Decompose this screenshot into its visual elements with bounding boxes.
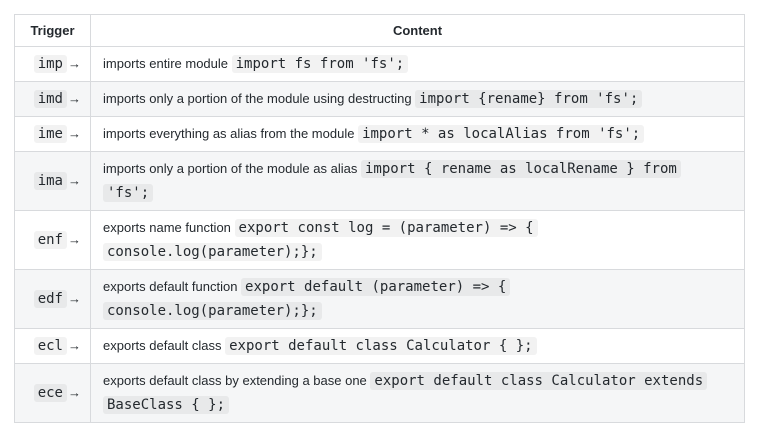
content-line: BaseClass { }; — [103, 393, 736, 417]
table-row: enf→ exports name function export const l… — [14, 210, 745, 270]
content-code: export const log = (parameter) => { — [234, 219, 538, 237]
content-text: imports entire module — [103, 56, 232, 71]
content-text: exports default class by extending a bas… — [103, 373, 371, 388]
content-code: import fs from 'fs'; — [231, 55, 409, 73]
table-row: ecl→ exports default class export default… — [14, 328, 745, 364]
table-header: Trigger Content — [14, 14, 745, 47]
trigger-cell: ima→ — [14, 151, 91, 211]
tab-arrow-icon: → — [68, 338, 81, 353]
content-line: imports only a portion of the module usi… — [103, 87, 736, 111]
tab-arrow-icon: → — [68, 126, 81, 141]
content-cell: exports name function export const log =… — [90, 210, 745, 270]
content-cell: imports entire module import fs from 'fs… — [90, 46, 745, 82]
content-line: exports default class by extending a bas… — [103, 369, 736, 393]
trigger-code: enf — [33, 231, 67, 249]
content-line: imports entire module import fs from 'fs… — [103, 52, 736, 76]
content-line: console.log(parameter);}; — [103, 299, 736, 323]
content-code: export default class Calculator extends — [370, 372, 708, 390]
trigger-code: ima — [33, 172, 67, 190]
content-code: console.log(parameter);}; — [103, 243, 322, 261]
content-cell: imports only a portion of the module as … — [90, 151, 745, 211]
content-code: console.log(parameter);}; — [103, 302, 322, 320]
content-cell: exports default class by extending a bas… — [90, 363, 745, 423]
content-code: import {rename} from 'fs'; — [415, 90, 643, 108]
content-line: imports only a portion of the module as … — [103, 157, 736, 181]
content-line: 'fs'; — [103, 181, 736, 205]
tab-arrow-icon: → — [68, 385, 81, 400]
trigger-code: ime — [33, 125, 67, 143]
table-row: ime→ imports everything as alias from the… — [14, 116, 745, 152]
content-line: exports default class export default cla… — [103, 334, 736, 358]
table-row: imd→ imports only a portion of the module… — [14, 81, 745, 117]
trigger-cell: ime→ — [14, 116, 91, 152]
content-code: export default (parameter) => { — [241, 278, 511, 296]
content-code: import { rename as localRename } from — [360, 160, 681, 178]
content-code: BaseClass { }; — [103, 396, 230, 414]
content-cell: exports default function export default … — [90, 269, 745, 329]
snippets-table: Trigger Content imp→imports entire modul… — [14, 14, 745, 423]
content-line: console.log(parameter);}; — [103, 240, 736, 264]
content-line: exports name function export const log =… — [103, 216, 736, 240]
trigger-cell: imd→ — [14, 81, 91, 117]
content-cell: imports everything as alias from the mod… — [90, 116, 745, 152]
column-header-content: Content — [90, 14, 745, 47]
content-code: 'fs'; — [103, 184, 154, 202]
content-text: imports only a portion of the module usi… — [103, 91, 416, 106]
trigger-cell: ecl→ — [14, 328, 91, 364]
trigger-code: edf — [33, 290, 67, 308]
tab-arrow-icon: → — [68, 291, 81, 306]
content-text: exports default class — [103, 338, 226, 353]
header-row: Trigger Content — [14, 14, 745, 47]
table-row: ece→ exports default class by extending a… — [14, 363, 745, 423]
content-cell: imports only a portion of the module usi… — [90, 81, 745, 117]
tab-arrow-icon: → — [68, 91, 81, 106]
tab-arrow-icon: → — [68, 56, 81, 71]
trigger-code: ece — [33, 384, 67, 402]
column-header-trigger: Trigger — [14, 14, 91, 47]
trigger-cell: edf→ — [14, 269, 91, 329]
content-line: exports default function export default … — [103, 275, 736, 299]
content-line: imports everything as alias from the mod… — [103, 122, 736, 146]
content-cell: exports default class export default cla… — [90, 328, 745, 364]
table-body: imp→imports entire module import fs from… — [14, 46, 745, 423]
content-code: import * as localAlias from 'fs'; — [358, 125, 645, 143]
content-text: exports default function — [103, 279, 242, 294]
table-row: imp→ imports entire module import fs from… — [14, 46, 745, 82]
content-text: imports everything as alias from the mod… — [103, 126, 359, 141]
table-row: edf→ exports default function export defa… — [14, 269, 745, 329]
content-text: imports only a portion of the module as … — [103, 161, 361, 176]
trigger-cell: enf→ — [14, 210, 91, 270]
content-code: export default class Calculator { }; — [225, 337, 537, 355]
trigger-cell: imp→ — [14, 46, 91, 82]
trigger-code: imd — [33, 90, 67, 108]
table-row: ima→ imports only a portion of the module… — [14, 151, 745, 211]
tab-arrow-icon: → — [68, 232, 81, 247]
trigger-code: ecl — [33, 337, 67, 355]
tab-arrow-icon: → — [68, 173, 81, 188]
content-text: exports name function — [103, 220, 235, 235]
trigger-code: imp — [33, 55, 67, 73]
trigger-cell: ece→ — [14, 363, 91, 423]
